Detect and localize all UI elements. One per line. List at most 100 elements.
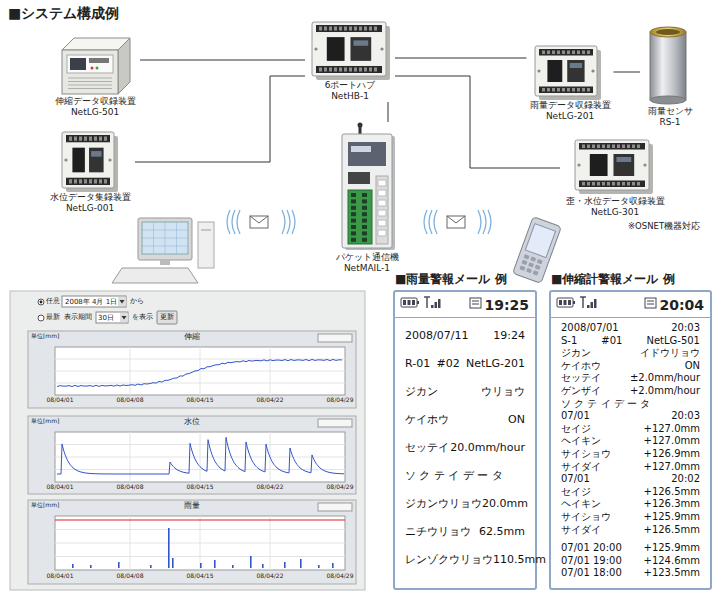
logger-illustration bbox=[627, 182, 630, 186]
device-box: 伸縮データ収録装置NetLG-501 bbox=[50, 32, 140, 118]
logger-illustration bbox=[69, 137, 72, 141]
logger-illustration bbox=[66, 178, 110, 185]
logger-illustration bbox=[617, 145, 620, 149]
network-cable bbox=[135, 76, 305, 162]
mail-row: ヘイキン+127.0mm bbox=[561, 435, 700, 448]
phone-status-icons bbox=[435, 302, 438, 308]
chart-screenshot bbox=[130, 432, 131, 482]
phone-illustration bbox=[526, 268, 532, 273]
logger-case-illustration bbox=[89, 58, 109, 63]
logger-illustration bbox=[552, 88, 555, 92]
mail-screen: ■伸縮計警報メール 例20:042008/07/0120:03S-1#01Net… bbox=[549, 290, 712, 590]
mail-line: 62.5mm bbox=[479, 518, 525, 546]
mail-row: ソ ク テ イ デ ー タ bbox=[405, 462, 525, 490]
chart-screenshot bbox=[38, 299, 44, 305]
mail-row: 07/01 20:00+125.9mm bbox=[561, 542, 700, 555]
phone-status-icons bbox=[470, 298, 481, 308]
rain-sensor-illustration bbox=[656, 29, 680, 35]
rain-sensor-illustration bbox=[650, 27, 686, 37]
logger-illustration bbox=[572, 88, 575, 92]
chart-screenshot bbox=[28, 416, 356, 494]
chart-screenshot bbox=[118, 562, 120, 568]
mail-row: 2008/07/0120:03 bbox=[561, 322, 700, 335]
hub-illustration bbox=[369, 27, 372, 31]
mail-row: サイショウ+126.9mm bbox=[561, 448, 700, 461]
device-box: 歪・水位データ収録装置NetLG-301 bbox=[560, 138, 670, 218]
mail-line: 07/01 bbox=[561, 410, 590, 423]
mail-line: ON bbox=[685, 360, 700, 373]
chart-screenshot bbox=[57, 359, 342, 386]
mail-line: ジカン bbox=[561, 347, 591, 360]
chart-screenshot bbox=[55, 520, 345, 521]
chart-screenshot bbox=[284, 562, 286, 568]
hub-illustration bbox=[364, 67, 367, 71]
hub-illustration bbox=[349, 67, 352, 71]
mail-row: セッテイ±2.0mm/hour bbox=[561, 372, 700, 385]
phone-status-icons bbox=[408, 300, 411, 305]
packet-modem-illustration bbox=[362, 231, 367, 235]
control-text: を表示 bbox=[132, 313, 153, 321]
logger-illustration bbox=[62, 132, 118, 192]
axis-date: 08/04/22 bbox=[257, 484, 284, 491]
device-box: 雨量センサRS-1 bbox=[640, 22, 700, 128]
chart-screenshot bbox=[250, 556, 252, 568]
chart-screenshot bbox=[118, 297, 126, 306]
hub-illustration bbox=[312, 22, 386, 76]
hub-illustration bbox=[314, 47, 317, 50]
rain-sensor-illustration bbox=[650, 32, 686, 100]
chart-screenshot bbox=[300, 559, 302, 568]
mail-row: ソ ク テ イ デ ー タ bbox=[561, 398, 700, 411]
hub-illustration bbox=[349, 27, 352, 31]
logger-illustration bbox=[613, 154, 634, 176]
logger-illustration bbox=[617, 182, 620, 186]
device-name: 6ポートハブ bbox=[325, 80, 376, 91]
logger-case-illustration bbox=[62, 50, 118, 94]
mail-line: +123.5mm bbox=[644, 567, 701, 580]
computer-illustration bbox=[112, 218, 214, 283]
chart-screenshot bbox=[55, 432, 345, 482]
chart-screenshot bbox=[38, 315, 44, 321]
wireless-mail-symbol bbox=[282, 210, 285, 234]
mail-body: 2008/07/0120:03S-1#01NetLG-501ジカンイドウリョウケ… bbox=[551, 318, 710, 580]
logger-illustration bbox=[535, 46, 597, 96]
logger-illustration bbox=[104, 137, 107, 141]
computer-illustration bbox=[142, 246, 188, 247]
device-box: 6ポートハブNetHB-1 bbox=[305, 18, 395, 102]
mail-line: 07/01 20:00 bbox=[561, 542, 622, 555]
device-name: 水位データ集録装置 bbox=[50, 192, 131, 203]
wireless-mail-symbol bbox=[434, 210, 437, 234]
mail-line: 19:24 bbox=[493, 322, 525, 350]
logger-illustration bbox=[62, 132, 114, 188]
model-name: NetLG-301 bbox=[591, 207, 639, 218]
axis-date: 08/04/01 bbox=[47, 573, 74, 580]
mail-screen: ■雨量警報メール 例19:252008/07/1119:24R-01#02Net… bbox=[393, 290, 537, 590]
hub-illustration bbox=[329, 67, 332, 71]
mail-line: サイショウ bbox=[561, 448, 611, 461]
mail-line: 20.0mm bbox=[482, 490, 528, 518]
logger-illustration bbox=[582, 88, 585, 92]
mail-row: 07/01 18:00+123.5mm bbox=[561, 567, 700, 580]
logger-illustration bbox=[579, 181, 645, 188]
diagram-title: ■システム構成例 bbox=[8, 5, 119, 22]
phone-illustration bbox=[519, 265, 525, 270]
phone-status-icons bbox=[647, 301, 654, 302]
packet-modem-illustration bbox=[378, 180, 386, 186]
phone-status-icons bbox=[412, 300, 415, 305]
wireless-mail-symbol bbox=[287, 210, 290, 234]
hub-illustration bbox=[324, 27, 327, 31]
logger-illustration bbox=[582, 51, 585, 55]
logger-illustration bbox=[567, 60, 584, 82]
chart-screenshot bbox=[28, 331, 356, 408]
logger-illustration bbox=[612, 182, 615, 186]
phone-status-icons bbox=[568, 300, 571, 305]
control-text: 表示期間 bbox=[64, 313, 92, 321]
mail-line: イドウリョウ bbox=[640, 347, 700, 360]
mail-row: 07/0120:02 bbox=[561, 473, 700, 486]
axis-date: 08/04/01 bbox=[47, 484, 74, 491]
phone-status-icons bbox=[472, 301, 479, 302]
logger-illustration bbox=[637, 145, 640, 149]
packet-modem-illustration bbox=[348, 172, 370, 184]
wireless-mail-symbol bbox=[232, 210, 235, 234]
chart-screenshot bbox=[96, 312, 128, 323]
